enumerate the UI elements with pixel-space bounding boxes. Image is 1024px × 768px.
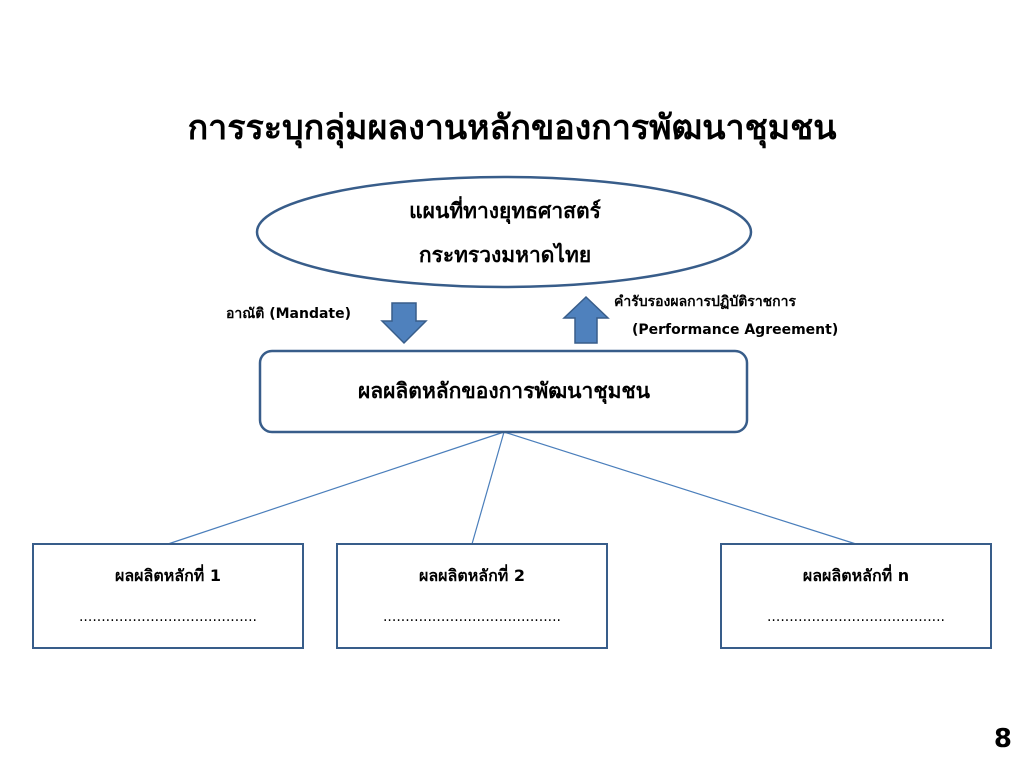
oval-line-2: กระทรวงมหาดไทย xyxy=(418,243,592,267)
strategy-map-oval xyxy=(255,175,753,289)
center-box-shape xyxy=(258,349,749,434)
oval-line-1: แผนที่ทางยุทธศาสตร์ xyxy=(409,199,601,223)
connector-line-3 xyxy=(503,431,857,545)
connector-line-2 xyxy=(471,431,505,545)
sub-box-n-shape xyxy=(720,543,992,649)
agreement-up-arrow xyxy=(562,295,610,344)
sub-box-n-title: ผลผลิตหลักที่ n xyxy=(802,566,910,585)
sub-box-2-dots: ........................................ xyxy=(382,609,561,625)
sub-box-2-shape xyxy=(336,543,608,649)
sub-box-n-dots: ........................................ xyxy=(766,609,945,625)
sub-box-1: ผลผลิตหลักที่ 1 ........................… xyxy=(33,544,303,648)
page-title: การระบุกลุ่มผลงานหลักของการพัฒนาชุมชน xyxy=(187,108,837,148)
connector-line-1 xyxy=(167,431,505,545)
agreement-label-line-2: (Performance Agreement) xyxy=(632,322,839,338)
sub-box-1-dots: ........................................ xyxy=(78,609,257,625)
sub-box-1-shape xyxy=(32,543,304,649)
mandate-down-arrow xyxy=(380,302,428,345)
mandate-label: อาณัติ (Mandate) xyxy=(226,306,352,322)
sub-box-2-title: ผลผลิตหลักที่ 2 xyxy=(418,566,526,585)
page-number: 8 xyxy=(993,724,1012,754)
sub-box-n: ผลผลิตหลักที่ n ........................… xyxy=(721,544,991,648)
agreement-label-line-1: คำรับรองผลการปฏิบัติราชการ xyxy=(614,294,797,310)
sub-box-2: ผลผลิตหลักที่ 2 ........................… xyxy=(337,544,607,648)
sub-box-1-title: ผลผลิตหลักที่ 1 xyxy=(114,566,222,585)
center-box-label: ผลผลิตหลักของการพัฒนาชุมชน xyxy=(357,378,651,403)
